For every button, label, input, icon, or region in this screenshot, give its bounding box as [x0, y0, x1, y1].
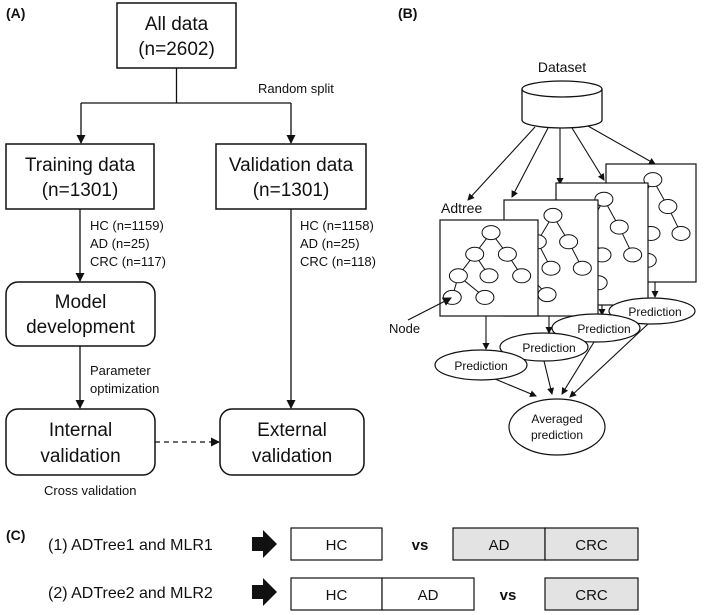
cross-validation-label: Cross validation [44, 483, 137, 498]
row2-right-box-1 [544, 577, 639, 611]
panel-a: (A) All data (n=2602) Random split Train… [5, 2, 376, 498]
row2-left-box-2 [381, 577, 475, 611]
dataset-arrows [467, 125, 656, 201]
prediction-to-averaged-arrows [494, 323, 649, 398]
panel-a-label: (A) [6, 5, 25, 21]
prediction-node-3: Prediction [551, 313, 641, 343]
external-validation-line2: validation [252, 446, 332, 467]
row2-vs: vs [500, 587, 517, 604]
averaged-prediction-node: Averaged prediction [508, 398, 606, 456]
external-validation-box [219, 408, 365, 476]
row1-left-label-1: HC [326, 537, 348, 554]
row2-left-box-1 [290, 577, 383, 611]
all-data-title: All data [145, 14, 209, 35]
row1-right-box-2 [544, 527, 639, 561]
validation-breakdown-crc: CRC (n=118) [300, 254, 376, 269]
training-breakdown-ad: AD (n=25) [90, 236, 150, 251]
adtree-stack [439, 163, 697, 317]
internal-validation-line2: validation [40, 446, 120, 467]
random-split-label: Random split [258, 81, 334, 96]
validation-data-box [215, 143, 367, 210]
training-data-title: Training data [25, 155, 136, 176]
prediction-label-4: Prediction [628, 305, 681, 319]
node-pointer-arrow [407, 297, 452, 321]
validation-data-count: (n=1301) [253, 180, 330, 201]
dataset-label: Dataset [538, 59, 586, 75]
row1-name: (1) ADTree1 and MLR1 [48, 537, 213, 554]
all-data-box [116, 2, 237, 69]
training-data-count: (n=1301) [42, 180, 119, 201]
panel-c: (C) (1) ADTree1 and MLR1 HC vs AD CRC (2… [6, 527, 639, 611]
panel-b-label: (B) [398, 5, 417, 21]
model-dev-line1: Model [55, 292, 107, 313]
row1-right-label-1: AD [489, 537, 510, 554]
adtree-box-1 [439, 219, 539, 317]
prediction-label-1: Prediction [454, 359, 507, 373]
row2-right-label-1: CRC [575, 587, 608, 604]
row1-left-box-1 [290, 527, 383, 561]
row1-right-label-2: CRC [575, 537, 608, 554]
param-opt-line2: optimization [90, 381, 159, 396]
node-label: Node [389, 321, 420, 336]
row2-arrow-icon [252, 578, 277, 606]
row2-name: (2) ADTree2 and MLR2 [48, 585, 213, 602]
prediction-label-2: Prediction [522, 341, 575, 355]
panel-b: (B) Dataset Adtree Node [389, 5, 697, 456]
row2-left-label-2: AD [418, 587, 439, 604]
averaged-line1: Averaged [531, 412, 582, 426]
validation-breakdown-hc: HC (n=1158) [300, 218, 374, 233]
model-dev-line2: development [26, 317, 136, 338]
training-breakdown-hc: HC (n=1159) [90, 218, 164, 233]
prediction-label-3: Prediction [577, 322, 630, 336]
validation-breakdown-ad: AD (n=25) [300, 236, 360, 251]
row1-arrow-icon [252, 530, 277, 558]
tree-to-prediction-arrows [482, 282, 659, 350]
internal-validation-line1: Internal [49, 420, 112, 441]
validation-data-title: Validation data [229, 155, 354, 176]
panel-c-label: (C) [6, 527, 25, 543]
prediction-node-1: Prediction [434, 349, 528, 381]
prediction-node-4: Prediction [608, 297, 696, 325]
training-breakdown-crc: CRC (n=117) [90, 254, 166, 269]
row1-vs: vs [412, 537, 429, 554]
dataset-cylinder-icon [521, 80, 603, 129]
row2-left-label-1: HC [326, 587, 348, 604]
external-validation-line1: External [257, 420, 327, 441]
adtree-label: Adtree [441, 200, 482, 216]
param-opt-line1: Parameter [90, 363, 151, 378]
all-data-count: (n=2602) [138, 39, 215, 60]
averaged-line2: prediction [531, 428, 583, 442]
